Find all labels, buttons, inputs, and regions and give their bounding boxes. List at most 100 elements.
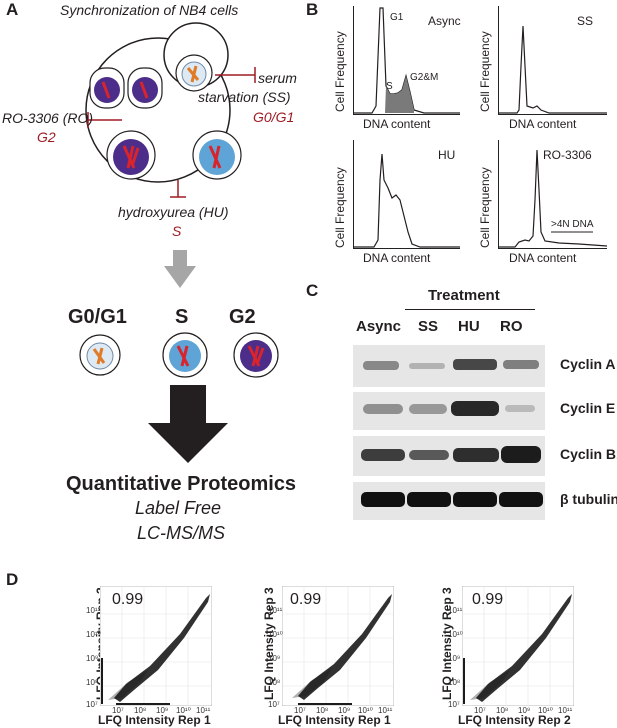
ss-histogram: SS	[498, 6, 607, 115]
hu-histogram: HU	[353, 140, 460, 249]
band	[503, 360, 539, 369]
async-xlabel: DNA content	[363, 117, 431, 131]
scatter3-xtick: 10⁹	[518, 706, 531, 715]
ro-ylabel: Cell Frequency	[478, 167, 492, 248]
scatter2-corr: 0.99	[290, 591, 322, 608]
scatter3-xtick: 10⁸	[496, 706, 509, 715]
ro-inhibitor-icon	[87, 112, 122, 128]
band	[409, 363, 445, 369]
panel-b-letter: B	[306, 0, 319, 19]
scatter3-ytick: 10⁷	[448, 700, 460, 709]
blot-cyclin-a	[353, 345, 545, 387]
panel-d-letter: D	[6, 570, 19, 589]
scatter2-xtick: 10⁷	[294, 706, 306, 715]
ss-title: SS	[577, 14, 594, 28]
panel-c-letter: C	[306, 281, 319, 300]
g2m-annotation: G2&M	[410, 72, 439, 83]
ss-xlabel: DNA content	[509, 117, 577, 131]
proteomics-line3: LC-MS/MS	[137, 523, 226, 543]
phase-cells	[79, 332, 279, 378]
scatter1-ytick: 10¹⁰	[86, 630, 101, 639]
scatter1-xtick: 10¹⁰	[176, 706, 191, 715]
scatter1-ytick: 10⁹	[86, 654, 99, 663]
cell-cycle-diagram	[85, 22, 256, 198]
treatment-underline	[405, 309, 535, 310]
ss-phase-label: G0/G1	[253, 109, 295, 125]
dividing-cells-icon	[89, 67, 163, 109]
scatter3-xtick: 10¹¹	[558, 706, 573, 715]
scatter3-xtick: 10⁷	[474, 706, 486, 715]
band	[505, 405, 535, 412]
scatter1-ytick: 10⁸	[86, 678, 99, 687]
ss-label-line2: starvation (SS)	[198, 89, 291, 105]
scatter1-xtick: 10¹¹	[196, 706, 211, 715]
ro-histogram: RO-3306 >4N DNA	[498, 140, 607, 249]
scatter2-plot	[282, 586, 394, 706]
scatter1-corr: 0.99	[112, 591, 144, 608]
scatter2-ytick: 10¹¹	[268, 606, 283, 615]
band	[453, 448, 499, 462]
phase-g2-cell-icon	[233, 332, 279, 378]
down-arrow-icon	[164, 250, 196, 288]
scatter1-ytick: 10¹¹	[86, 606, 101, 615]
ro-4n-annotation: >4N DNA	[551, 219, 594, 230]
ss-label-line1: serum	[258, 70, 297, 86]
band	[363, 361, 399, 370]
band	[407, 492, 451, 507]
hu-ylabel: Cell Frequency	[333, 167, 347, 248]
scatter1-xtick: 10⁸	[134, 706, 147, 715]
phase-label-g2: G2	[229, 306, 256, 328]
scatter3-xlabel: LFQ Intensity Rep 2	[458, 713, 571, 727]
ss-inhibitor-icon	[215, 67, 256, 83]
scatter2-ytick: 10¹⁰	[268, 630, 283, 639]
big-down-arrow-icon	[148, 385, 228, 463]
scatter2-xtick: 10⁹	[338, 706, 351, 715]
async-ylabel: Cell Frequency	[333, 31, 347, 112]
panel-a-letter: A	[6, 0, 19, 19]
scatter3-ytick: 10⁹	[448, 654, 461, 663]
band	[363, 404, 403, 414]
g2-cell-icon	[106, 130, 156, 180]
band	[501, 446, 541, 463]
scatter3-ytick: 10⁸	[448, 678, 461, 687]
scatter3-corr: 0.99	[472, 591, 504, 608]
scatter3-plot	[462, 586, 574, 706]
scatter3-xtick: 10¹⁰	[538, 706, 553, 715]
band	[499, 492, 543, 507]
blot-label-cyclin-a: Cyclin A	[560, 356, 616, 372]
phase-label-s: S	[175, 306, 189, 328]
phase-label-g0g1: G0/G1	[68, 306, 127, 328]
lane-hu: HU	[458, 318, 480, 335]
scatter2-xlabel: LFQ Intensity Rep 1	[278, 713, 391, 727]
scatter3-ytick: 10¹¹	[448, 606, 463, 615]
s-annotation: S	[386, 81, 393, 92]
g1-annotation: G1	[390, 12, 404, 23]
s-cell-icon	[192, 130, 242, 180]
scatter1-xtick: 10⁹	[156, 706, 169, 715]
hu-inhibitor-icon	[170, 180, 186, 198]
band	[409, 450, 449, 460]
ro-xlabel: DNA content	[509, 251, 577, 265]
async-histogram: G1 S G2&M Async	[353, 6, 461, 115]
band	[451, 401, 499, 416]
blot-cyclin-e	[353, 392, 545, 430]
lane-async: Async	[356, 318, 402, 335]
scatter1-xlabel: LFQ Intensity Rep 1	[98, 713, 211, 727]
scatter1-plot	[100, 586, 212, 706]
band	[453, 492, 497, 507]
scatter2-ytick: 10⁹	[268, 654, 281, 663]
phase-g1-cell-icon	[79, 334, 121, 376]
panel-a-title: Synchronization of NB4 cells	[60, 2, 239, 18]
lane-ss: SS	[418, 318, 439, 335]
scatter1-ytick: 10⁷	[86, 700, 98, 709]
hu-label: hydroxyurea (HU)	[118, 204, 229, 220]
treatment-label: Treatment	[428, 287, 500, 304]
band	[409, 404, 447, 414]
phase-s-cell-icon	[162, 332, 208, 378]
ro-phase-label: G2	[37, 129, 56, 145]
lane-ro: RO	[500, 318, 523, 335]
scatter2-xtick: 10⁸	[316, 706, 329, 715]
band	[453, 359, 497, 370]
scatter2-xtick: 10¹¹	[378, 706, 393, 715]
hu-xlabel: DNA content	[363, 251, 431, 265]
